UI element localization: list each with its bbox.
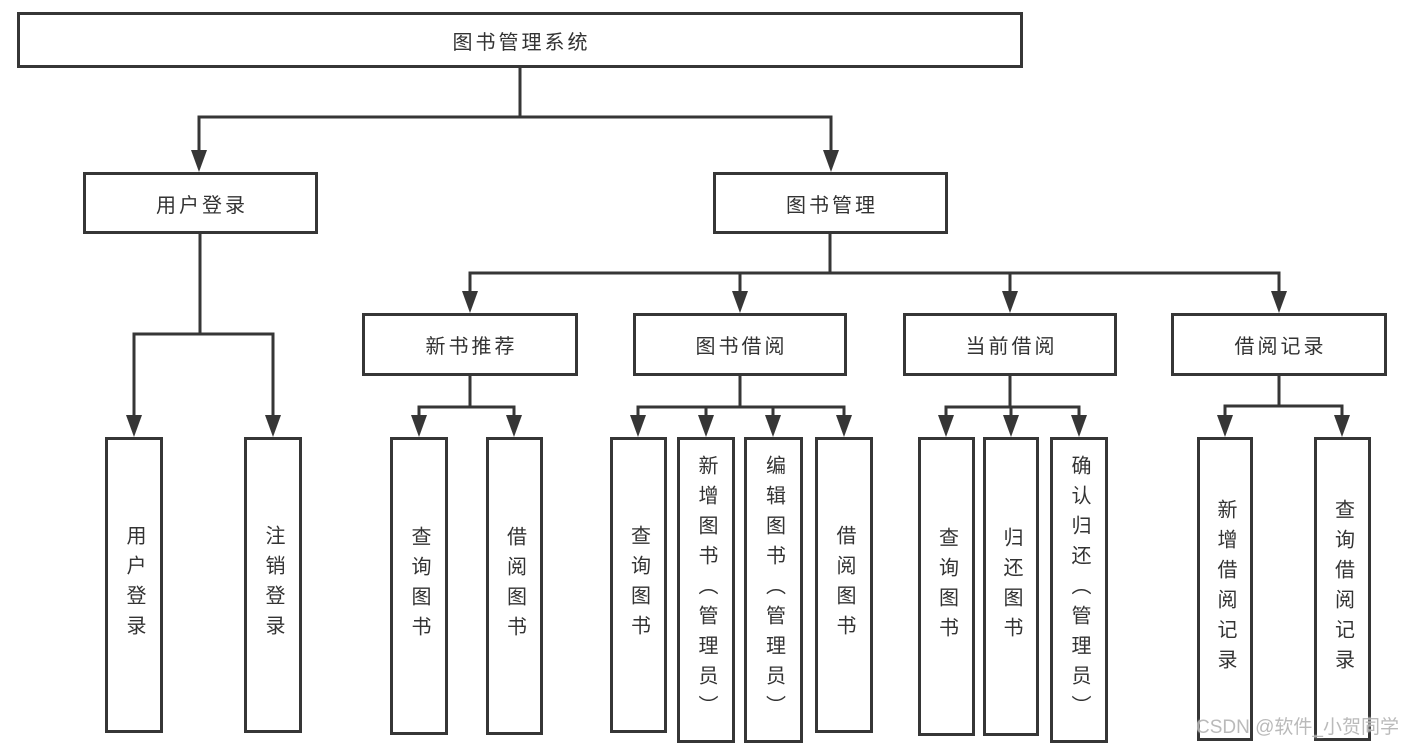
node-book-management: 图书管理 [713, 172, 948, 234]
leaf-label: 查询借阅记录 [1331, 499, 1354, 679]
leaf-return-book: 归还图书 [983, 437, 1039, 736]
leaf-confirm-return-admin: 确认归还（管理员） [1050, 437, 1108, 743]
leaf-query-books-current: 查询图书 [918, 437, 975, 736]
node-label: 图书借阅 [695, 336, 788, 358]
node-label: 用户登录 [156, 194, 248, 217]
leaf-borrow-books-borrow: 借阅图书 [815, 437, 873, 733]
leaf-label: 归还图书 [1000, 526, 1022, 647]
node-root: 图书管理系统 [17, 12, 1023, 68]
node-borrow-records: 借阅记录 [1171, 313, 1387, 376]
leaf-label: 查询图书 [408, 526, 430, 646]
node-user-login: 用户登录 [83, 172, 318, 234]
node-label: 当前借阅 [965, 336, 1058, 358]
node-label: 图书管理系统 [452, 31, 591, 54]
leaf-logout: 注销登录 [244, 437, 302, 733]
leaf-label: 确认归还（管理员） [1068, 455, 1090, 725]
leaf-label: 借阅图书 [503, 526, 526, 646]
node-new-book-recommend: 新书推荐 [362, 313, 578, 376]
leaf-add-borrow-record: 新增借阅记录 [1197, 437, 1253, 741]
leaf-query-borrow-record: 查询借阅记录 [1314, 437, 1371, 741]
leaf-user-login: 用户登录 [105, 437, 163, 733]
leaf-label: 用户登录 [123, 525, 145, 645]
node-current-borrow: 当前借阅 [903, 313, 1117, 376]
watermark: CSDN @软件_小贺同学 [1196, 717, 1399, 738]
leaf-borrow-books-recommend: 借阅图书 [486, 437, 543, 735]
leaf-label: 新增图书（管理员） [695, 455, 717, 725]
node-label: 新书推荐 [425, 336, 518, 358]
node-label: 借阅记录 [1234, 336, 1327, 358]
leaf-label: 查询图书 [935, 526, 958, 647]
leaf-label: 注销登录 [262, 525, 284, 645]
leaf-label: 编辑图书（管理员） [762, 455, 785, 725]
leaf-label: 查询图书 [627, 525, 650, 645]
leaf-label: 借阅图书 [833, 525, 855, 645]
node-book-borrow: 图书借阅 [633, 313, 847, 376]
leaf-edit-book-admin: 编辑图书（管理员） [744, 437, 803, 743]
leaf-add-book-admin: 新增图书（管理员） [677, 437, 735, 743]
leaf-label: 新增借阅记录 [1214, 499, 1236, 679]
node-label: 图书管理 [786, 194, 878, 217]
leaf-query-books-borrow: 查询图书 [610, 437, 667, 733]
leaf-query-books-recommend: 查询图书 [390, 437, 448, 735]
